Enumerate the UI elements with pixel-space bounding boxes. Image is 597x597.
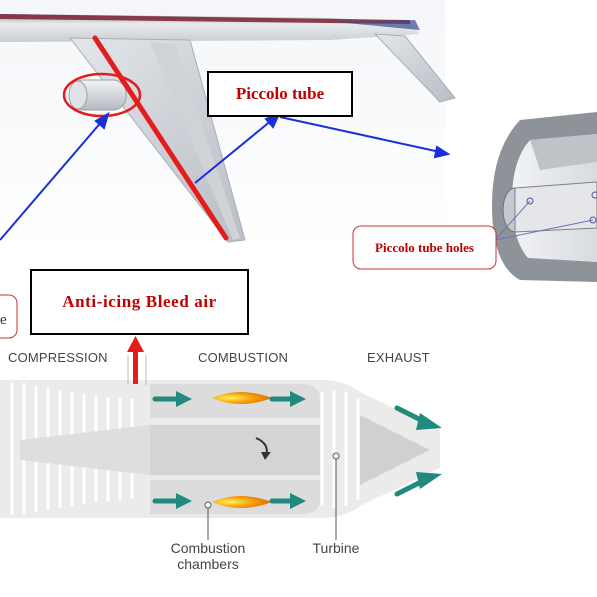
- piccolo-tube-line: [92, 35, 229, 241]
- piccolo-tube-label: Piccolo tube: [235, 84, 325, 103]
- airflow-arrows: [152, 391, 442, 509]
- piccolo-tube-callout-box: [207, 71, 353, 117]
- piccolo-tube-holes-label: Piccolo tube holes: [375, 240, 474, 255]
- flame-lower: [212, 496, 272, 508]
- label-leaders: [204, 452, 340, 540]
- anti-icing-bleed-air-label: Anti-icing Bleed air: [62, 292, 217, 311]
- piccolo-hole-1: [526, 197, 534, 205]
- piccolo-hole-2: [591, 191, 597, 199]
- section-combustion: COMBUSTION: [198, 350, 289, 365]
- section-exhaust: EXHAUST: [367, 350, 430, 365]
- flame-upper: [212, 392, 272, 404]
- engine-highlight-ellipse: [62, 72, 142, 118]
- turbine-label: Turbine: [312, 540, 360, 556]
- section-compression: COMPRESSION: [8, 350, 108, 365]
- cut-off-callout-label: e: [0, 312, 7, 328]
- piccolo-hole-3: [589, 216, 597, 224]
- turbine-stages: [320, 390, 360, 508]
- combustion-chambers-line2: chambers: [177, 556, 239, 572]
- bleed-air-callout-box: [30, 269, 249, 335]
- bleed-air-arrow: [127, 336, 147, 385]
- combustion-chambers-label: Combustion chambers: [160, 540, 256, 572]
- piccolo-holes-callout-box: [352, 225, 497, 270]
- aircraft-photo: [0, 0, 456, 250]
- combustion-chambers-line1: Combustion: [170, 540, 246, 556]
- cut-off-callout-box: [0, 294, 18, 339]
- jet-engine-cutaway: [0, 336, 442, 540]
- engine-nacelle: [68, 79, 127, 111]
- pointer-arrows: [0, 111, 451, 241]
